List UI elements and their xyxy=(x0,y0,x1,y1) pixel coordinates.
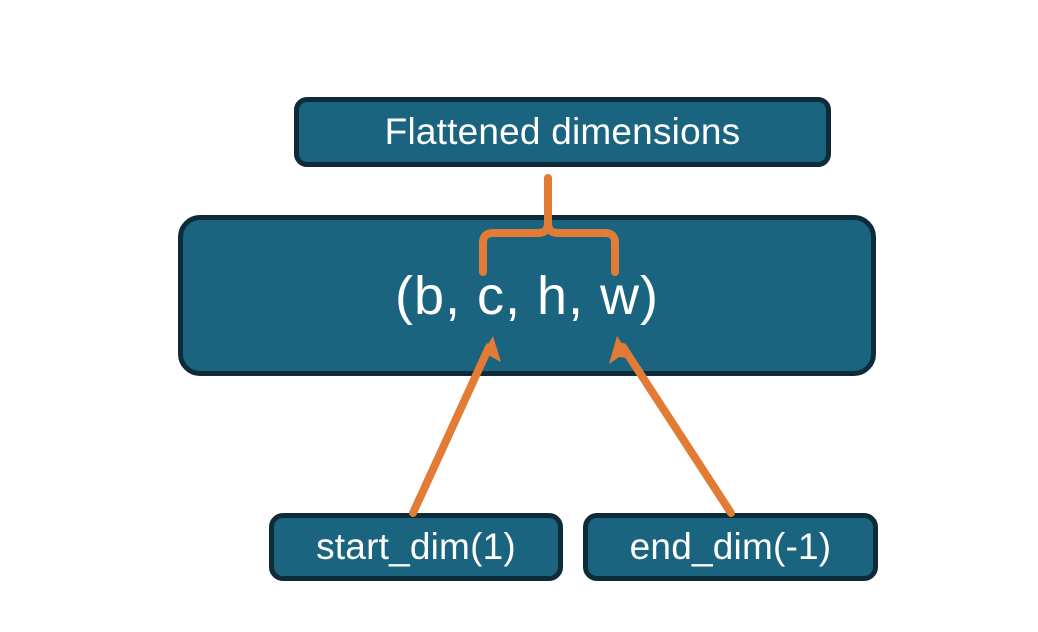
node-tensor-shape[interactable]: (b, c, h, w) xyxy=(178,215,876,376)
node-end-dim-label: end_dim(-1) xyxy=(629,526,832,567)
node-flattened-dimensions[interactable]: Flattened dimensions xyxy=(294,97,831,167)
node-end-dim[interactable]: end_dim(-1) xyxy=(583,513,878,581)
node-flattened-dimensions-label: Flattened dimensions xyxy=(384,111,741,152)
node-start-dim[interactable]: start_dim(1) xyxy=(269,513,563,581)
node-start-dim-label: start_dim(1) xyxy=(316,526,516,567)
node-tensor-shape-label: (b, c, h, w) xyxy=(394,265,660,326)
